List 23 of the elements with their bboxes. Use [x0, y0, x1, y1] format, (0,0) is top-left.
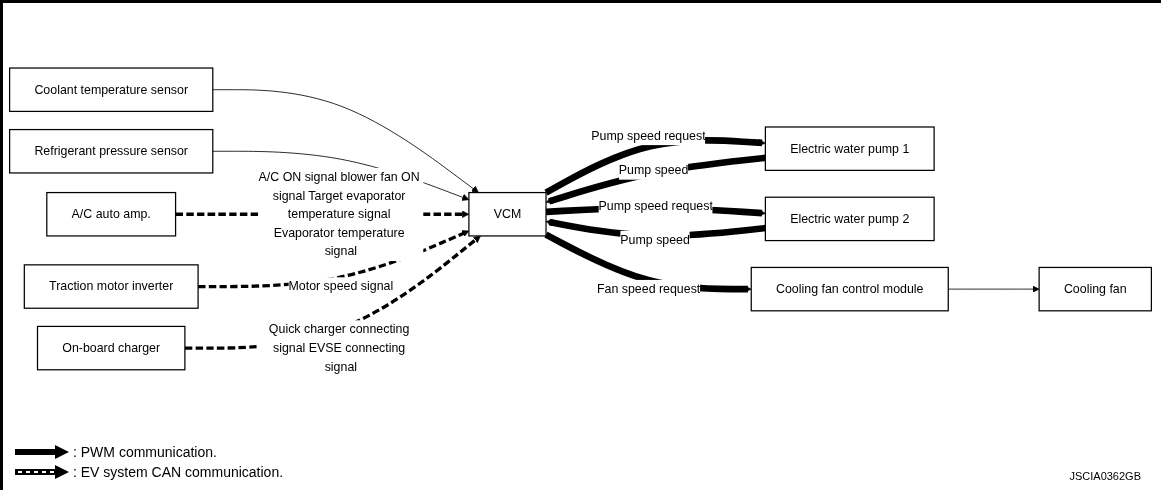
- node-box: VCM: [468, 191, 547, 237]
- node-box: On-board charger: [36, 325, 186, 371]
- node-box: Refrigerant pressure sensor: [9, 128, 214, 174]
- arrow: [544, 137, 766, 196]
- edge-label: Fan speed request: [596, 281, 701, 296]
- legend-text: : EV system CAN communication.: [73, 464, 284, 480]
- node-box: Traction motor inverter: [23, 264, 199, 309]
- edge-label: Pump speed: [620, 232, 690, 247]
- edge-label: Pump speed request: [598, 198, 713, 213]
- node-box: Electric water pump 2: [764, 196, 935, 242]
- node-box: Coolant temperature sensor: [9, 67, 214, 113]
- edge-label: Pump speed: [618, 162, 689, 177]
- edge-label: Pump speed request: [591, 127, 706, 142]
- legend-text: : PWM communication.: [73, 444, 217, 460]
- edge-label: Quick charger connecting signal EVSE connecting signal: [268, 321, 410, 374]
- arrow: [184, 235, 481, 350]
- figure-code: JSCIA0362GB: [1069, 470, 1141, 482]
- node-box: Cooling fan control module: [750, 266, 949, 312]
- edge-label: A/C ON signal blower fan ON signal Target evaporator temperature signal Evaporator temperature signal: [258, 169, 420, 258]
- node-box: Electric water pump 1: [764, 126, 935, 171]
- node-box: A/C auto amp.: [46, 191, 177, 237]
- node-box: Cooling fan: [1038, 266, 1152, 312]
- edge-label: Motor speed signal: [288, 278, 394, 293]
